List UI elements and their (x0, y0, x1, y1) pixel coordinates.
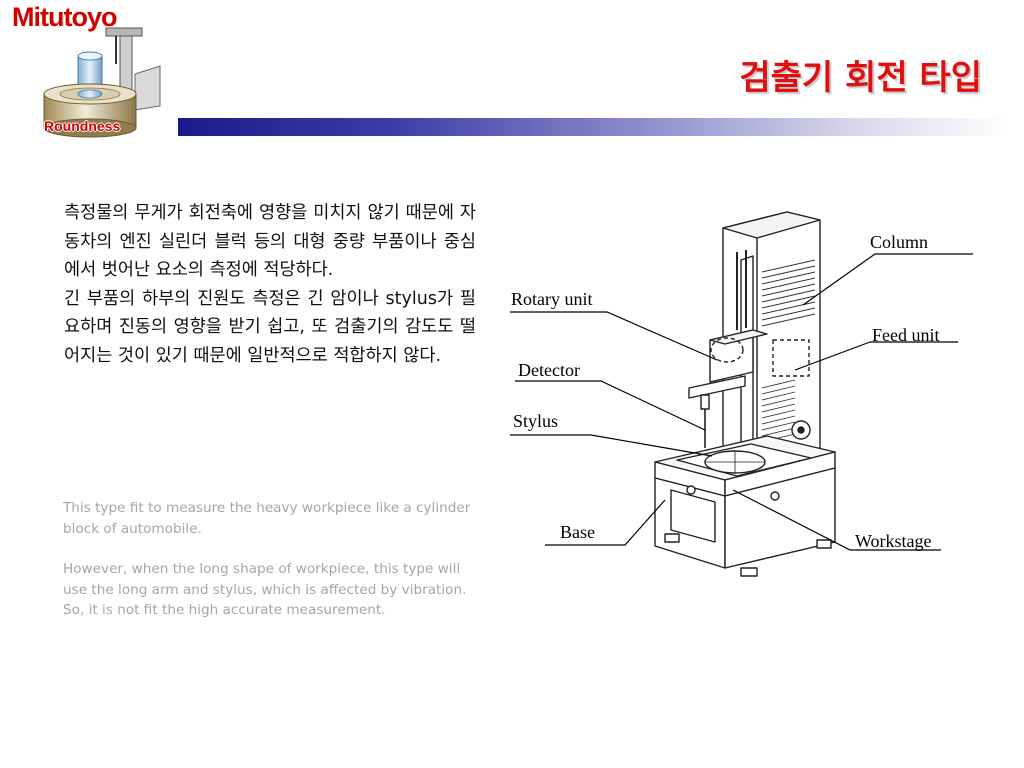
english-paragraph-2: However, when the long shape of workpiec… (63, 561, 467, 618)
roundness-badge: Roundness (44, 118, 121, 134)
title-underline-bar (178, 118, 1008, 136)
label-workstage: Workstage (855, 531, 932, 551)
slide-title: 검출기 회전 타입 (739, 58, 982, 98)
mitutoyo-logo: Mitutoyo (12, 2, 117, 32)
machine-drawing (654, 211, 836, 577)
label-column: Column (870, 232, 928, 252)
english-paragraph-1: This type fit to measure the heavy workp… (63, 500, 471, 537)
detector-rotation-diagram: Column Rotary unit Feed unit Detector St… (510, 211, 973, 577)
label-detector: Detector (518, 360, 580, 380)
korean-paragraph-2: 긴 부품의 하부의 진원도 측정은 긴 암이나 stylus가 필요하며 진동의… (64, 288, 476, 366)
label-stylus: Stylus (513, 411, 558, 431)
roundness-machine-icon (43, 27, 161, 138)
callout-leaders (510, 253, 973, 551)
label-feed-unit: Feed unit (872, 325, 940, 345)
english-description: This type fit to measure the heavy workp… (63, 498, 483, 641)
korean-paragraph-1: 측정물의 무게가 회전축에 영향을 미치지 않기 때문에 자동차의 엔진 실린더… (64, 203, 476, 281)
label-base: Base (560, 522, 595, 542)
korean-description: 측정물의 무게가 회전축에 영향을 미치지 않기 때문에 자동차의 엔진 실린더… (64, 199, 476, 371)
label-rotary-unit: Rotary unit (511, 289, 593, 309)
